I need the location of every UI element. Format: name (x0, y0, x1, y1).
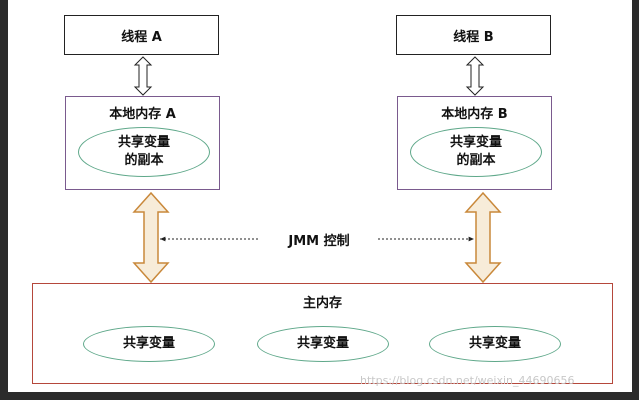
local-b-main-double-arrow (464, 191, 502, 284)
arrows-layer (132, 56, 502, 284)
local-memory-b-copy-ellipse: 共享变量 的副本 (410, 127, 542, 177)
main-shared-var-label-2: 共享变量 (296, 336, 349, 351)
jmm-control-label: JMM 控制 (271, 229, 367, 249)
local-memory-a-title: 本地内存 A (109, 107, 176, 122)
watermark-text: https://blog.csdn.net/weixin_44690656 (360, 374, 575, 387)
main-memory-title: 主内存 (302, 296, 342, 311)
local-memory-a-copy-ellipse: 共享变量 的副本 (78, 127, 210, 177)
main-shared-var-ellipse-1: 共享变量 (83, 326, 215, 362)
main-shared-var-label-1: 共享变量 (122, 336, 175, 351)
main-memory-box: 主内存 共享变量 共享变量 共享变量 (32, 283, 613, 384)
thread-a-box: 线程 A (64, 15, 219, 55)
main-shared-var-ellipse-2: 共享变量 (257, 326, 389, 362)
main-shared-var-ellipse-3: 共享变量 (429, 326, 561, 362)
local-memory-b-box: 本地内存 B 共享变量 的副本 (397, 96, 552, 190)
thread-b-box: 线程 B (396, 15, 551, 55)
local-a-main-double-arrow (132, 191, 170, 284)
thread-a-label: 线程 A (121, 29, 162, 45)
local-memory-b-title: 本地内存 B (441, 107, 508, 122)
diagram-canvas: 线程 A 线程 B 本地内存 A 共享变量 的副本 本地内存 B 共享变量 的副… (8, 0, 632, 392)
thread-b-double-arrow (465, 56, 485, 96)
local-memory-a-copy-label: 共享变量 的副本 (117, 135, 170, 168)
local-memory-b-copy-label: 共享变量 的副本 (449, 135, 502, 168)
local-memory-a-box: 本地内存 A 共享变量 的副本 (65, 96, 220, 190)
main-shared-var-label-3: 共享变量 (468, 336, 521, 351)
thread-b-label: 线程 B (453, 29, 494, 45)
thread-a-double-arrow (133, 56, 153, 96)
